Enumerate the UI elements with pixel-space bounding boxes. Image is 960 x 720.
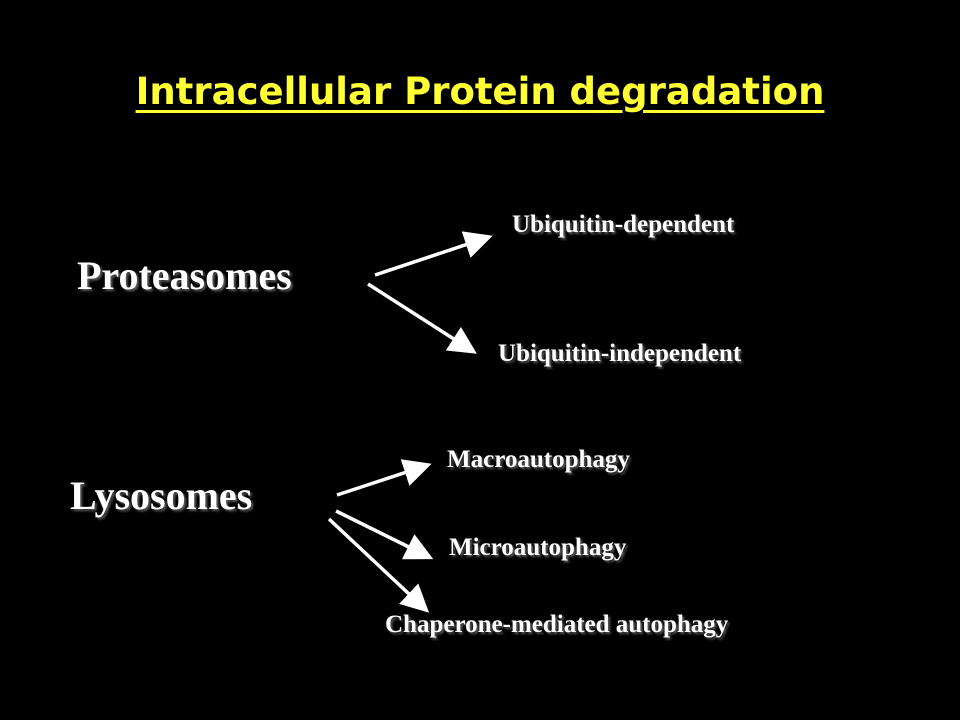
arrow-to-chaperone-mediated-autophagy	[327, 517, 430, 613]
proteasomes-label: Proteasomes	[77, 253, 292, 298]
lysosomes-label: Lysosomes	[70, 473, 253, 518]
ubiquitin-independent-label: Ubiquitin-independent	[498, 340, 742, 367]
arrow-to-microautophagy	[335, 509, 434, 560]
arrow-to-ubiquitin-independent	[367, 282, 477, 354]
macroautophagy-label: Macroautophagy	[447, 446, 630, 473]
chaperone-mediated-autophagy-label: Chaperone-mediated autophagy	[385, 611, 729, 638]
arrow-to-ubiquitin-dependent	[374, 231, 493, 277]
ubiquitin-dependent-label: Ubiquitin-dependent	[512, 211, 735, 238]
microautophagy-label: Microautophagy	[449, 534, 627, 561]
slide-title: Intracellular Protein degradation	[135, 70, 825, 113]
arrow-to-macroautophagy	[336, 459, 432, 497]
